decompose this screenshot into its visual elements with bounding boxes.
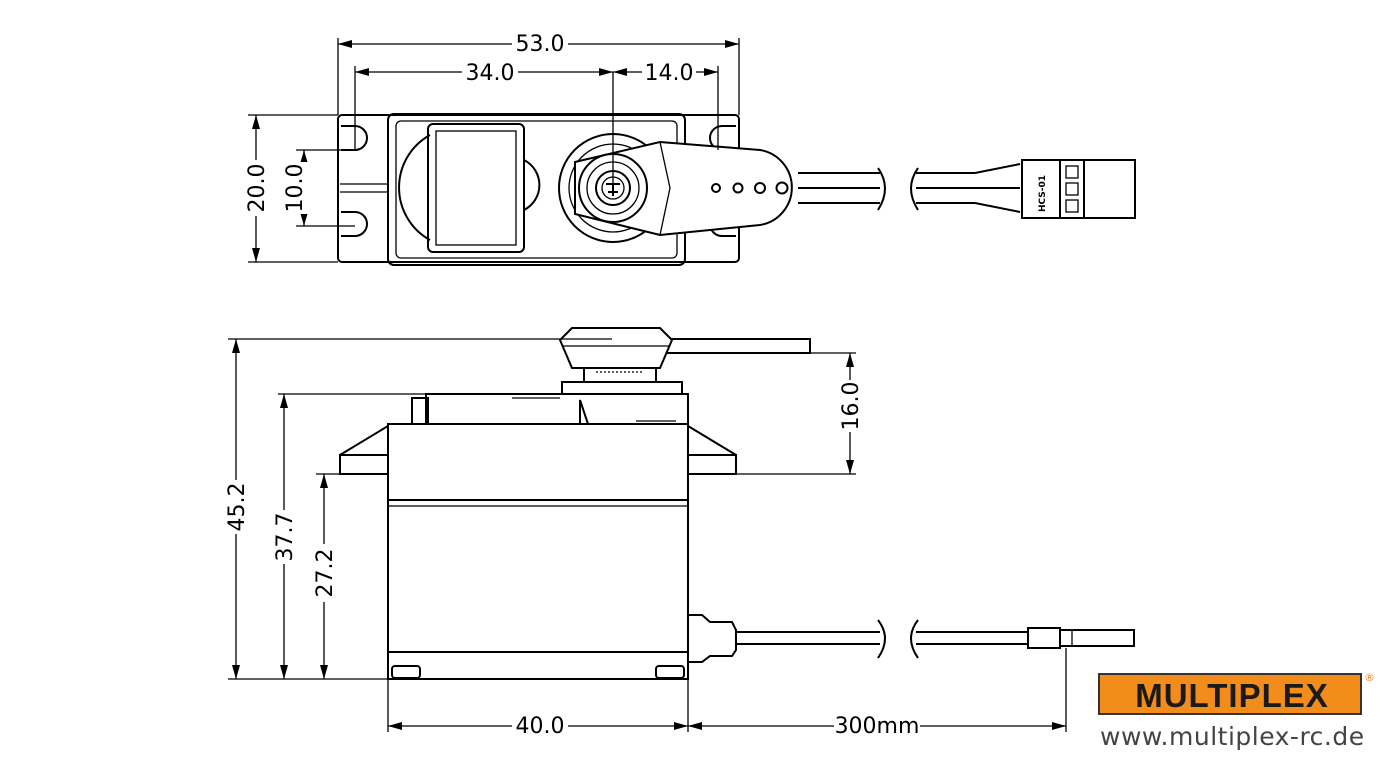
svg-text:300mm: 300mm (835, 714, 920, 739)
svg-text:20.0: 20.0 (245, 164, 270, 213)
side-connector (1027, 627, 1135, 649)
dim-side-body-height: 37.7 (270, 393, 426, 679)
svg-text:34.0: 34.0 (466, 61, 515, 86)
side-view: 16.0 45.2 37.7 27.2 (222, 327, 1135, 739)
svg-text:14.0: 14.0 (645, 61, 694, 86)
brand-url: www.multiplex-rc.de (1100, 722, 1365, 751)
dim-side-horn-height: 16.0 (736, 352, 864, 475)
svg-text:27.2: 27.2 (313, 549, 338, 598)
svg-text:16.0: 16.0 (839, 382, 864, 431)
dim-top-height: 20.0 (243, 114, 338, 263)
svg-text:53.0: 53.0 (516, 32, 565, 57)
dim-top-hole-to-shaft: 34.0 (354, 60, 613, 150)
dim-side-body-width: 40.0 (387, 662, 689, 739)
dim-cable-length: 300mm (688, 648, 1067, 739)
side-cable-grommet (688, 614, 737, 663)
logo-text: MULTIPLEX (1135, 677, 1329, 714)
side-bottom-case (387, 651, 689, 680)
connector-label: HCS-01 (1038, 175, 1048, 212)
registered-mark: ® (1364, 671, 1375, 684)
top-horn-holes (711, 181, 789, 195)
side-mount-tab-left (339, 425, 389, 475)
svg-text:40.0: 40.0 (516, 714, 565, 739)
side-horn-hub (558, 327, 674, 369)
dim-top-shaft-to-hole: 14.0 (613, 60, 719, 150)
dim-side-total-height: 45.2 (222, 338, 612, 680)
multiplex-logo: MULTIPLEX ® (1098, 671, 1378, 717)
logo-box: MULTIPLEX (1098, 673, 1362, 715)
svg-text:45.2: 45.2 (225, 483, 250, 532)
side-mount-tab-right (687, 425, 737, 475)
top-cable (798, 163, 1021, 213)
side-cable (736, 619, 1028, 659)
top-gear-cover (427, 123, 525, 253)
svg-text:10.0: 10.0 (283, 164, 308, 213)
dim-side-mount-height: 27.2 (310, 473, 340, 679)
top-connector: HCS-01 (1021, 159, 1136, 219)
side-top-case (387, 423, 689, 501)
svg-text:37.7: 37.7 (273, 513, 298, 562)
dim-top-total-width: 53.0 (337, 30, 740, 115)
top-view: HCS-01 53.0 34.0 (243, 30, 1136, 266)
dim-top-hole-spacing: 10.0 (283, 149, 355, 227)
side-main-body (387, 499, 689, 653)
top-gear-bulge (398, 134, 431, 241)
